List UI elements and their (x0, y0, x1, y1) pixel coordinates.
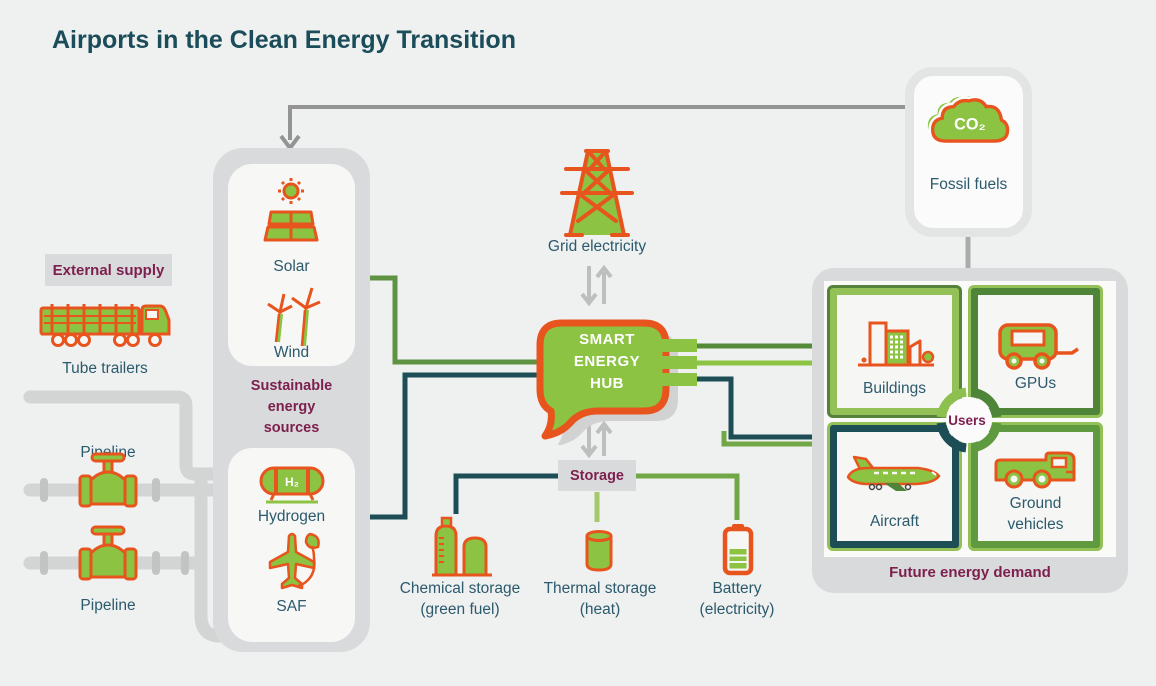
storage-heading: Storage (570, 467, 624, 484)
page-title: Airports in the Clean Energy Transition (52, 26, 516, 54)
gpus-quadrant: GPUs (971, 288, 1100, 415)
buildings-quadrant: Buildings (830, 288, 959, 415)
buildings-icon (858, 321, 935, 367)
hydrogen-saf-card: H₂ Hydrogen SAF (228, 448, 355, 642)
aircraft-icon (846, 455, 941, 491)
valve-top-icon (78, 452, 138, 508)
gpu-cart-icon (998, 323, 1079, 370)
fossil-fuels-box: CO₂ Fossil fuels (905, 67, 1032, 237)
thermal-storage-cylinder-icon (585, 530, 613, 572)
thermal-storage-label: Thermal storage (heat) (543, 580, 657, 618)
future-energy-demand-panel: Buildings GPUs (812, 268, 1128, 593)
hydrogen-label: Hydrogen (257, 508, 326, 525)
fossil-feedback-line (279, 105, 905, 152)
users-label: Users (948, 412, 986, 428)
hub-output-tabs (655, 339, 697, 386)
ground-vehicle-tug-icon (994, 451, 1076, 489)
battery-label: Battery (electricity) (699, 580, 775, 618)
smart-energy-hub (536, 319, 678, 445)
hub-to-demand-line-4 (721, 431, 812, 447)
storage-to-battery-line (634, 473, 740, 520)
pipe-flanges (40, 478, 189, 575)
tube-trailers-label: Tube trailers (62, 360, 148, 377)
saf-label: SAF (276, 598, 307, 615)
hydrogen-symbol: H₂ (285, 475, 299, 489)
external-supply-heading-box: External supply (45, 254, 172, 286)
aircraft-label: Aircraft (869, 513, 920, 530)
grid-electricity-label: Grid electricity (547, 238, 647, 255)
hydrogen-to-hub-line (357, 372, 548, 520)
grid-exchange-arrows-icon (580, 264, 613, 307)
hydrogen-tank-icon: H₂ (259, 466, 325, 504)
aircraft-quadrant: Aircraft (830, 425, 959, 548)
storage-heading-box: Storage (558, 460, 636, 491)
wind-turbines-icon (267, 287, 321, 346)
ground-vehicles-label: Ground vehicles (1007, 495, 1064, 533)
external-supply-heading: External supply (52, 261, 165, 279)
ground-vehicles-quadrant: Ground vehicles (971, 425, 1100, 548)
solar-wind-card: Solar Wind (228, 164, 355, 366)
buildings-label: Buildings (863, 380, 926, 397)
co2-cloud-icon: CO₂ (927, 95, 1011, 146)
future-energy-demand-heading: Future energy demand (889, 564, 1051, 581)
storage-exchange-arrows-icon (580, 420, 613, 459)
hub-to-demand-line-3 (690, 376, 812, 440)
solar-panel-icon (263, 178, 319, 242)
solar-label: Solar (273, 258, 310, 275)
hub-label: SMART ENERGY HUB (573, 331, 641, 392)
tube-trailer-truck-icon (39, 304, 171, 347)
wind-label: Wind (273, 344, 310, 361)
co2-text: CO₂ (954, 116, 986, 134)
valve-bottom-icon (78, 525, 138, 581)
tube-trailer-pipe (23, 390, 227, 481)
pipeline-bottom-label: Pipeline (80, 597, 136, 614)
grid-pylon-icon (560, 149, 634, 237)
users-ring-icon (936, 387, 1002, 453)
fossil-fuels-label: Fossil fuels (929, 176, 1008, 193)
gpus-label: GPUs (1014, 375, 1057, 392)
storage-to-chemical-line (453, 473, 560, 514)
hub-bubble-shape (536, 319, 670, 440)
chemical-storage-tanks-icon (432, 516, 492, 577)
chemical-storage-label: Chemical storage (green fuel) (399, 580, 521, 618)
saf-plane-leaf-icon (268, 532, 320, 590)
battery-icon (722, 524, 754, 576)
solar-wind-to-hub-line (355, 275, 548, 365)
sustainable-sources-heading: Sustainable energy sources (250, 378, 333, 436)
